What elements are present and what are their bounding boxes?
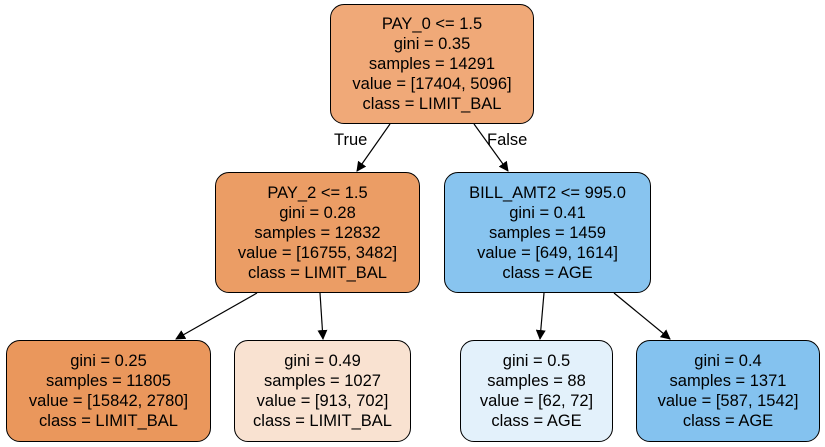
node-gini: gini = 0.28 xyxy=(279,203,356,222)
edge-label-false: False xyxy=(487,131,528,149)
node-samples: samples = 1459 xyxy=(489,223,606,242)
node-split-condition: BILL_AMT2 <= 995.0 xyxy=(469,183,626,202)
tree-leaf-3: gini = 0.5 samples = 88 value = [62, 72]… xyxy=(460,340,613,442)
node-value: value = [16755, 3482] xyxy=(237,243,398,262)
edge-left-to-leaf-2 xyxy=(317,292,328,340)
node-class: class = AGE xyxy=(502,263,593,282)
node-gini: gini = 0.49 xyxy=(284,352,361,370)
tree-node-right: BILL_AMT2 <= 995.0 gini = 0.41 samples =… xyxy=(444,172,651,293)
tree-leaf-2: gini = 0.49 samples = 1027 value = [913,… xyxy=(234,340,411,442)
node-split-condition: PAY_0 <= 1.5 xyxy=(381,15,483,33)
node-value: value = [15842, 2780] xyxy=(28,392,189,410)
tree-leaf-4: gini = 0.4 samples = 1371 value = [587, … xyxy=(636,340,820,442)
node-gini: gini = 0.35 xyxy=(393,35,471,53)
node-class: class = LIMIT_BAL xyxy=(253,412,392,430)
node-class: class = AGE xyxy=(682,412,774,430)
node-split-condition: PAY_2 <= 1.5 xyxy=(267,183,368,202)
node-samples: samples = 88 xyxy=(487,372,586,390)
node-value: value = [17404, 5096] xyxy=(352,75,512,93)
node-class: class = LIMIT_BAL xyxy=(39,412,178,430)
tree-leaf-1: gini = 0.25 samples = 11805 value = [158… xyxy=(6,340,211,442)
edge-right-to-leaf-4 xyxy=(613,292,671,340)
edge-right-to-leaf-3 xyxy=(535,292,546,340)
node-value: value = [587, 1542] xyxy=(657,392,799,410)
tree-node-left: PAY_2 <= 1.5 gini = 0.28 samples = 12832… xyxy=(215,172,420,293)
node-samples: samples = 12832 xyxy=(254,223,381,242)
node-value: value = [649, 1614] xyxy=(477,243,618,262)
edge-left-to-leaf-1 xyxy=(175,292,258,340)
node-samples: samples = 11805 xyxy=(46,372,171,390)
edge-root-to-left xyxy=(356,123,391,172)
node-class: class = LIMIT_BAL xyxy=(248,263,387,282)
node-value: value = [62, 72] xyxy=(479,392,594,410)
node-value: value = [913, 702] xyxy=(256,392,389,410)
node-gini: gini = 0.5 xyxy=(502,352,571,370)
node-class: class = LIMIT_BAL xyxy=(362,95,502,113)
node-samples: samples = 1027 xyxy=(264,372,381,390)
node-class: class = AGE xyxy=(491,412,582,430)
node-samples: samples = 14291 xyxy=(368,55,496,73)
tree-node-root: PAY_0 <= 1.5 gini = 0.35 samples = 14291… xyxy=(330,4,534,124)
edge-root-to-right xyxy=(473,123,509,172)
node-gini: gini = 0.4 xyxy=(694,352,762,370)
node-gini: gini = 0.25 xyxy=(70,352,147,370)
edge-label-true: True xyxy=(334,131,368,149)
node-samples: samples = 1371 xyxy=(669,372,787,390)
node-gini: gini = 0.41 xyxy=(509,203,586,222)
